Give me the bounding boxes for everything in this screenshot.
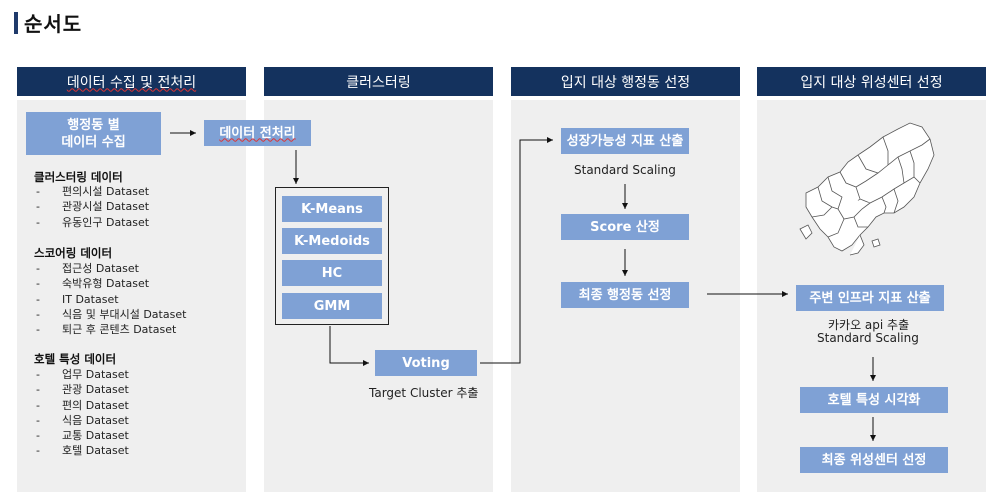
list-item: -퇴근 후 콘텐츠 Dataset <box>36 323 177 337</box>
preprocess-box: 데이터 전처리 <box>204 120 311 146</box>
score-box: Score 산정 <box>561 214 689 240</box>
group-list-hotel: -업무 Dataset -관광 Dataset -편의 Dataset -식음 … <box>36 367 129 459</box>
header-clustering: 클러스터링 <box>264 67 493 96</box>
group-title-hotel: 호텔 특성 데이터 <box>34 352 117 366</box>
busan-map-icon <box>799 122 935 256</box>
scaling-caption: Standard Scaling <box>574 163 676 177</box>
infra-scaling-caption: Standard Scaling <box>817 331 919 345</box>
list-item: -교통 Dataset <box>36 429 129 443</box>
group-title-scoring: 스코어링 데이터 <box>34 246 113 260</box>
list-item: -접근성 Dataset <box>36 262 139 275</box>
list-item: -식음 Dataset <box>36 413 129 427</box>
list-item: -호텔 Dataset <box>36 444 129 458</box>
list-item: -업무 Dataset <box>36 368 129 381</box>
list-item: -식음 및 부대시설 Dataset <box>36 307 187 321</box>
algo-gmm-box: GMM <box>282 293 382 319</box>
panel-data-collection <box>17 100 246 492</box>
collect-data-box: 행정동 별 데이터 수집 <box>26 112 161 155</box>
list-item: -편의 Dataset <box>36 398 129 412</box>
list-item: -편의시설 Dataset <box>36 185 150 198</box>
algo-kmedoids-box: K-Medoids <box>282 228 382 254</box>
group-list-scoring: -접근성 Dataset -숙박유형 Dataset -IT Dataset -… <box>36 261 186 337</box>
algo-hc-box: HC <box>282 260 382 286</box>
growth-index-box: 성장가능성 지표 산출 <box>561 128 689 154</box>
final-center-box: 최종 위성센터 선정 <box>800 447 948 473</box>
infra-index-box: 주변 인프라 지표 산출 <box>796 285 944 311</box>
list-item: -관광시설 Dataset <box>36 200 150 214</box>
page-title: 순서도 <box>24 12 83 36</box>
hotel-visualization-box: 호텔 특성 시각화 <box>800 387 948 413</box>
collect-box-line-1: 행정동 별 <box>67 117 120 133</box>
header-dong-selection: 입지 대상 행정동 선정 <box>511 67 740 96</box>
voting-caption: Target Cluster 추출 <box>369 386 479 400</box>
list-item: -관광 Dataset <box>36 383 129 397</box>
list-item: -유동인구 Dataset <box>36 215 150 229</box>
group-title-clustering: 클러스터링 데이터 <box>34 170 123 184</box>
title-accent-bar <box>14 12 18 34</box>
list-item: -숙박유형 Dataset <box>36 277 150 291</box>
arrow-algorithms-to-voting <box>329 326 369 366</box>
kakao-api-caption: 카카오 api 추출 <box>828 318 910 332</box>
header-center-selection: 입지 대상 위성센터 선정 <box>757 67 986 96</box>
list-item: -IT Dataset <box>36 292 119 306</box>
final-dong-box: 최종 행정동 선정 <box>561 282 689 308</box>
voting-box: Voting <box>375 350 477 376</box>
group-list-clustering: -편의시설 Dataset -관광시설 Dataset -유동인구 Datase… <box>36 184 149 230</box>
arrow-voting-to-growth <box>480 137 553 364</box>
collect-box-line-2: 데이터 수집 <box>61 134 126 150</box>
algo-kmeans-box: K-Means <box>282 196 382 222</box>
header-data-collection: 데이터 수집 및 전처리 <box>17 67 246 96</box>
